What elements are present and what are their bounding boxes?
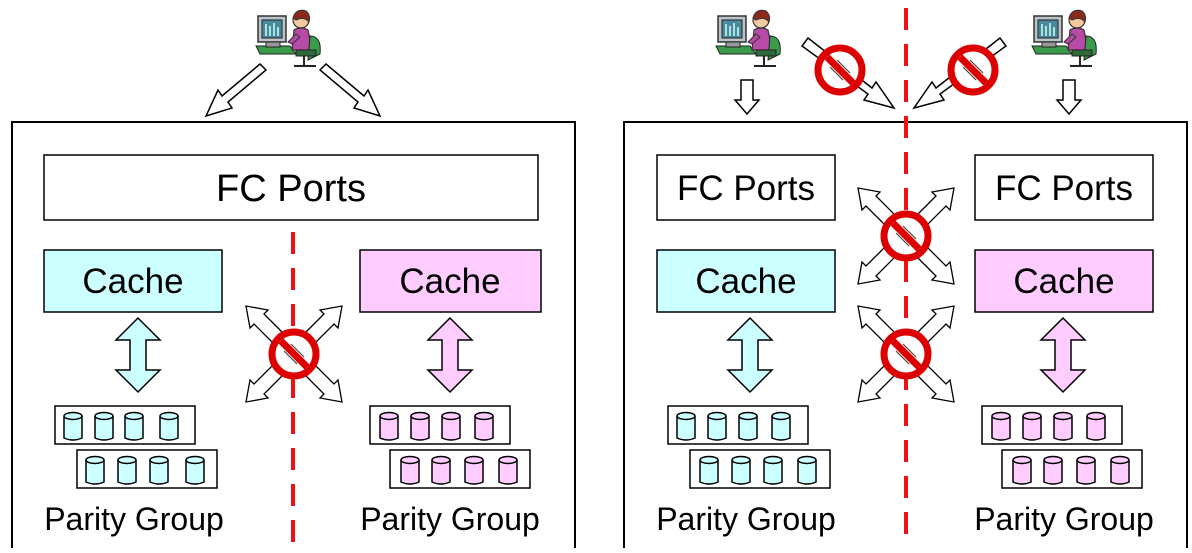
cache-right-label: Cache [399,262,500,301]
right-panel: FC Ports FC Ports Cache Cache [623,8,1188,553]
fc-ports-label: FC Ports [216,168,366,210]
left-frame [11,121,576,553]
user-icon [255,9,322,67]
prohibit-sign-top-left [818,48,862,92]
fc-ports-box [43,154,539,221]
fc-ports-left-box [656,154,836,221]
cache-left-label-2: Cache [695,262,796,301]
cache-right-box-2 [974,249,1154,313]
cache-right-box [359,249,542,313]
parity-group-left-label: Parity Group [44,501,224,537]
cache-disk-arrow-right [426,316,474,394]
cache-disk-arrow-left-2 [726,316,774,394]
cache-left-box-2 [656,249,836,313]
fc-ports-right-label: FC Ports [995,169,1133,208]
down-right-arrow [318,62,382,118]
cache-disk-arrow-right-2 [1039,316,1087,394]
fc-ports-left-label: FC Ports [677,169,815,208]
parity-group-right-label-2: Parity Group [974,501,1154,537]
cache-right-label-2: Cache [1013,262,1114,301]
left-panel: FC Ports Cache Cache Parity Group [11,9,576,553]
cache-left-label: Cache [82,262,183,301]
cache-left-box [43,249,223,313]
down-arrow-right [1055,79,1083,116]
parity-group-right-label: Parity Group [360,501,540,537]
parity-group-left-disks-2 [667,405,831,489]
down-left-arrow [204,62,268,118]
fc-ports-right-box [974,154,1154,221]
parity-group-right-disks [369,405,531,489]
parity-group-left-disks [54,405,218,489]
parity-group-left-label-2: Parity Group [656,501,836,537]
down-arrow-left [733,79,761,116]
prohibit-sign-top-right [951,48,995,92]
parity-group-right-disks-2 [981,405,1143,489]
cache-disk-arrow-left [114,316,162,394]
user-icon-right [1031,9,1098,67]
user-icon-left [715,9,782,67]
